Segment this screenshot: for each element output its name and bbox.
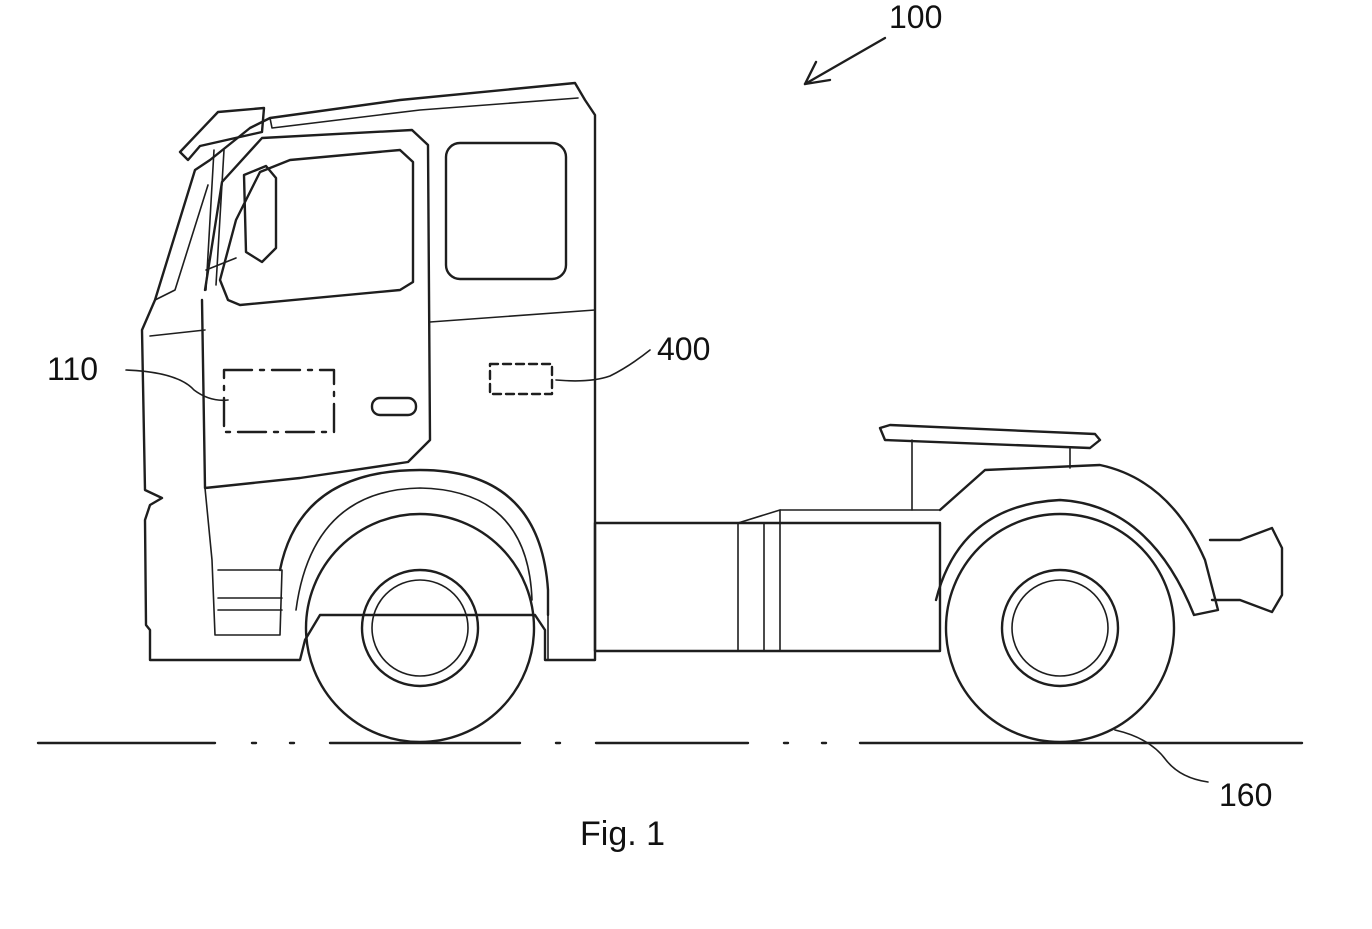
mirror: [180, 108, 264, 160]
arrow-100: [805, 38, 885, 84]
front-wheel: [306, 514, 534, 742]
rear-fender: [936, 465, 1218, 615]
leader-160: [1115, 730, 1208, 782]
door-handle: [372, 398, 416, 415]
leader-400: [556, 350, 650, 381]
front-door: [202, 130, 430, 488]
label-160: 160: [1219, 777, 1272, 813]
front-wheel-arch: [280, 470, 548, 615]
label-400: 400: [657, 331, 710, 367]
cab-body: [142, 83, 595, 660]
unit-400-box: [490, 364, 552, 394]
label-110: 110: [47, 351, 98, 387]
chassis-rail: [595, 523, 940, 651]
figure-caption: Fig. 1: [580, 815, 665, 853]
unit-110-box: [224, 370, 334, 432]
truck-drawing: [142, 83, 1282, 742]
rear-wheel: [946, 514, 1174, 742]
leader-110: [126, 370, 228, 400]
fifth-wheel: [880, 425, 1100, 448]
rear-window: [446, 143, 566, 279]
label-100: 100: [889, 0, 942, 35]
